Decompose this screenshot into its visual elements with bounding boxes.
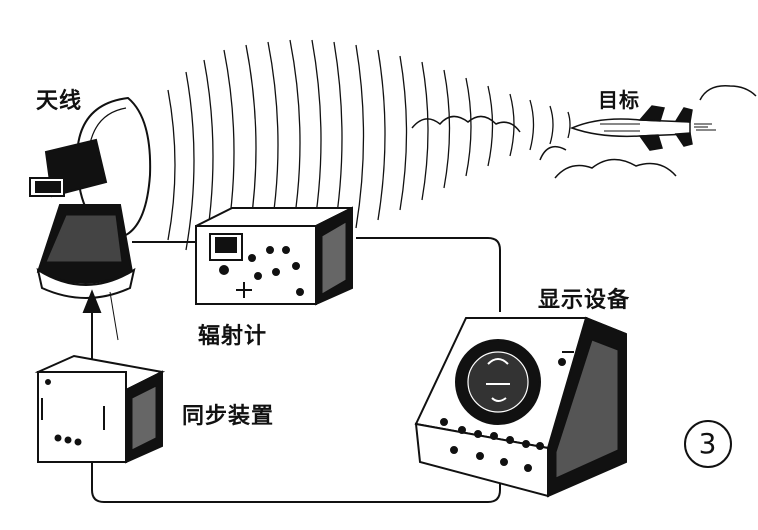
clouds bbox=[411, 85, 757, 179]
missile-target bbox=[569, 105, 716, 151]
display-equipment-label: 显示设备 bbox=[538, 288, 631, 313]
connecting-wires bbox=[91, 237, 501, 503]
radiometer-label: 辐射计 bbox=[198, 324, 268, 349]
antenna bbox=[29, 96, 152, 299]
wire-radiometer-display bbox=[356, 237, 501, 312]
radiometer-box bbox=[195, 206, 353, 306]
sync-arrow bbox=[82, 289, 102, 368]
sync-device-box bbox=[34, 354, 166, 464]
antenna-support-line bbox=[109, 291, 119, 341]
target-label: 目标 bbox=[598, 88, 640, 112]
radiation-waves bbox=[167, 39, 571, 256]
sync-device-label: 同步装置 bbox=[182, 404, 275, 429]
antenna-label: 天线 bbox=[36, 89, 83, 114]
wire-sync-display bbox=[91, 462, 501, 503]
figure-number-badge: 3 bbox=[684, 420, 732, 468]
display-console bbox=[414, 316, 627, 498]
